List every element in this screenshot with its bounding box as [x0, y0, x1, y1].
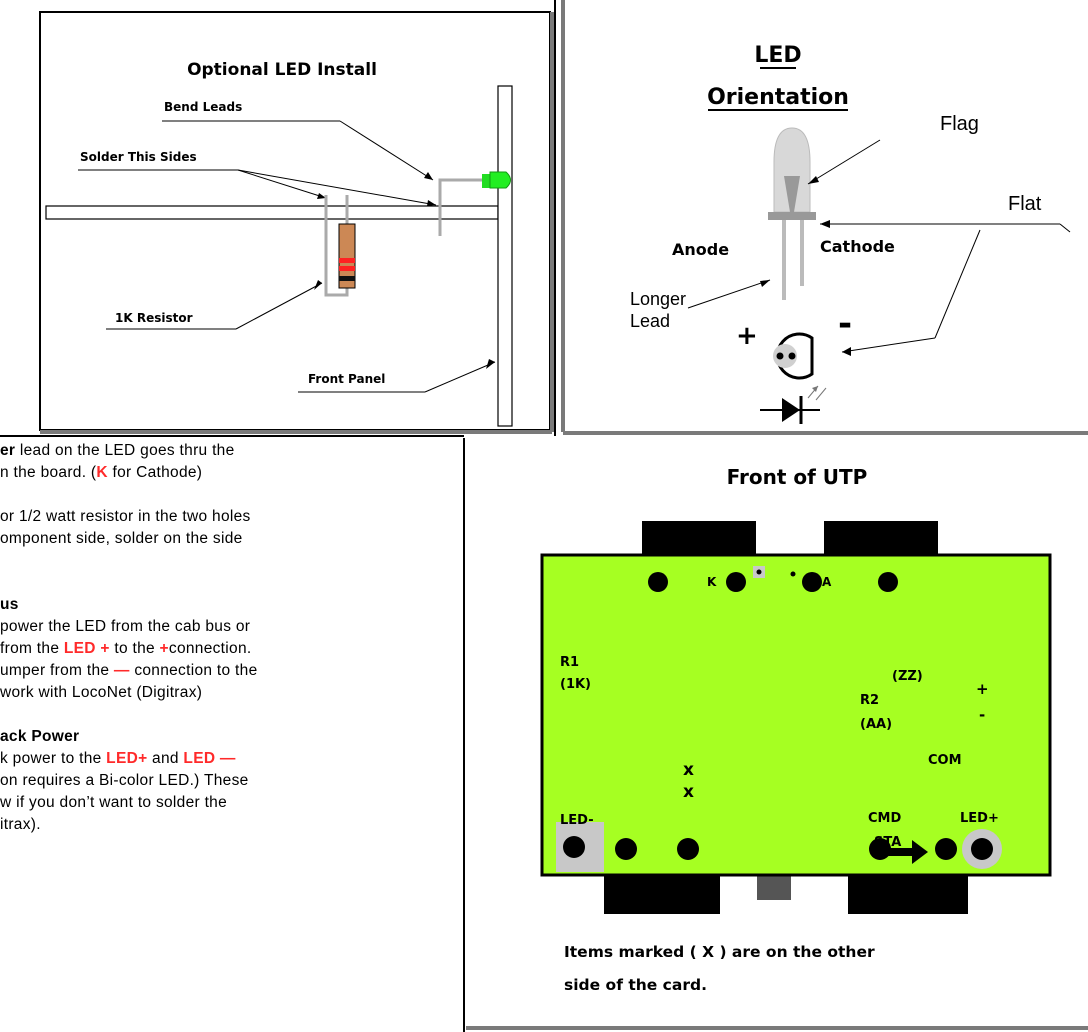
instruction-resistor: or 1/2 watt resistor in the two holes om… — [0, 508, 251, 547]
instructions-text: er lead on the LED goes thru the n the b… — [0, 440, 452, 858]
r2-label: R2 — [860, 693, 879, 708]
instruction-track-power: ack Power k power to the LED+ and LED — … — [0, 728, 249, 833]
flat-label: Flat — [1008, 193, 1042, 215]
flag-label: Flag — [940, 113, 979, 135]
hole-k — [726, 572, 746, 592]
cathode-label: Cathode — [820, 237, 895, 256]
front-panel — [497, 85, 513, 427]
r2-value: (AA) — [860, 717, 892, 732]
panel1-frame — [39, 11, 551, 431]
lead-label: Lead — [630, 311, 670, 331]
led-bottom-view-icon — [773, 332, 814, 380]
hole — [869, 838, 891, 860]
instruction-cab-bus: us power the LED from the cab bus or fro… — [0, 596, 258, 701]
circuit-board — [45, 205, 499, 220]
panel-led-orientation: LED Orientation Flag Flat Anode Cathode … — [561, 0, 1088, 435]
utp-title: Front of UTP — [727, 465, 868, 489]
com-label: COM — [928, 753, 962, 768]
panel2-title-line2: Orientation — [707, 85, 849, 110]
panel-front-of-utp: Front of UTP K A R1 (1K) (ZZ) R2 (AA) + … — [463, 438, 1088, 1032]
x-mark-2: x — [683, 782, 694, 802]
hole — [935, 838, 957, 860]
hole-a — [802, 572, 822, 592]
minus-label: - — [979, 706, 985, 724]
led-minus-sign: - — [838, 304, 852, 344]
resistor-lead — [324, 195, 349, 297]
hole — [648, 572, 668, 592]
direction-arrow-icon — [886, 840, 928, 864]
diode-symbol-icon — [760, 385, 827, 424]
anode-label: Anode — [672, 240, 729, 259]
cmd-label: CMD — [868, 811, 901, 826]
panel2-frame — [563, 0, 1088, 432]
bottom-connector-middle — [757, 872, 791, 900]
utp-caption-line2: side of the card. — [564, 976, 707, 994]
front-panel-label: Front Panel — [308, 372, 385, 386]
resistor-label: 1K Resistor — [115, 311, 193, 325]
utp-board — [540, 553, 1052, 877]
cab-bus-heading: us — [0, 596, 19, 613]
track-power-heading: ack Power — [0, 728, 80, 745]
utp-caption-line1: Items marked ( X ) are on the other — [564, 943, 875, 961]
panel2-title-line1: LED — [754, 43, 801, 68]
bottom-connector-left — [604, 872, 720, 914]
green-led-icon — [482, 171, 511, 189]
hole — [878, 572, 898, 592]
zz-label: (ZZ) — [892, 669, 923, 684]
longer-label: Longer — [630, 289, 686, 309]
bend-leads-label: Bend Leads — [164, 100, 242, 114]
panel1-title: Optional LED Install — [187, 60, 377, 80]
led-plus-sign: + — [736, 321, 758, 351]
solder-sides-label: Solder This Sides — [80, 150, 197, 164]
k-label: K — [707, 575, 717, 589]
led-minus-label: LED- — [560, 813, 594, 828]
x-mark-1: x — [683, 760, 694, 780]
bent-lead — [438, 178, 482, 236]
plus-label: + — [976, 680, 989, 698]
top-connector-left — [642, 521, 756, 557]
led-body-icon — [768, 127, 816, 300]
hole — [615, 838, 637, 860]
bottom-connector-right — [848, 872, 968, 914]
r1-label: R1 — [560, 655, 579, 670]
top-connector-right — [824, 521, 938, 557]
led-plus-label: LED+ — [960, 811, 999, 826]
resistor-icon — [338, 223, 356, 289]
a-label: A — [822, 575, 832, 589]
hole — [677, 838, 699, 860]
panel-led-install: Optional LED Install Bend Leads Solder T… — [39, 0, 556, 436]
r1-value: (1K) — [560, 677, 591, 692]
instruction-led: er lead on the LED goes thru the n the b… — [0, 442, 235, 481]
